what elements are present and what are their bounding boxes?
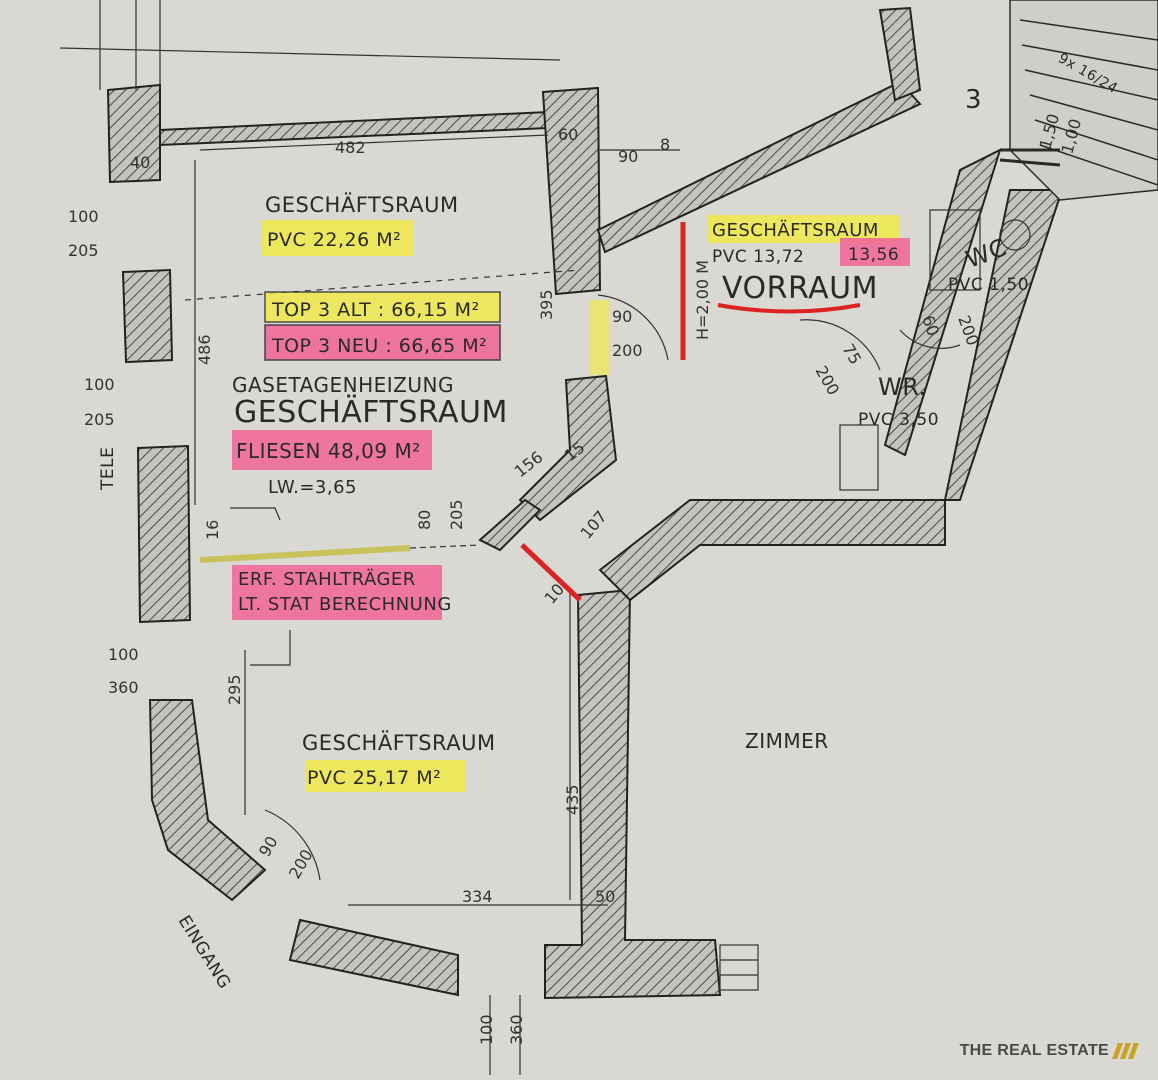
- dim-360-bottom: 360: [507, 1014, 526, 1045]
- stair-number: 3: [965, 85, 982, 115]
- dim-295: 295: [225, 674, 244, 705]
- vorraum-pre-label: GESCHÄFTSRAUM: [712, 220, 879, 241]
- wall-left-pier-1: [121, 268, 174, 364]
- dim-205-window-1: 205: [68, 241, 99, 260]
- heating-label: GASETAGENHEIZUNG: [232, 373, 454, 397]
- room-bottom-left-floor: PVC 25,17 M²: [307, 767, 441, 789]
- dim-205-window-2: 205: [84, 410, 115, 429]
- wr-floor: PVC 3,50: [858, 410, 939, 430]
- top3-neu-area: TOP 3 NEU : 66,65 M²: [271, 335, 487, 357]
- dim-80: 80: [415, 510, 434, 530]
- wall-central-lower: [544, 588, 722, 1000]
- steel-note-line2: LT. STAT BERECHNUNG: [238, 594, 452, 615]
- dim-50: 50: [595, 887, 615, 906]
- dim-60-top: 60: [558, 125, 578, 144]
- main-room-name: GESCHÄFTSRAUM: [234, 394, 508, 430]
- wall-central-mid: [518, 374, 618, 522]
- dim-40: 40: [130, 153, 150, 172]
- dim-16: 16: [203, 520, 222, 540]
- brand-watermark: THE REAL ESTATE: [959, 1042, 1139, 1060]
- dim-200-door: 200: [612, 341, 643, 360]
- steel-note-line1: ERF. STAHLTRÄGER: [238, 569, 416, 590]
- dim-486: 486: [195, 334, 214, 365]
- dim-100-bottom: 100: [477, 1014, 496, 1045]
- brand-name: THE REAL ESTATE: [959, 1042, 1109, 1059]
- staircase: [999, 0, 1158, 201]
- dim-435: 435: [563, 784, 582, 815]
- vorraum-floor-old: PVC 13,72: [712, 247, 804, 267]
- dim-90-door: 90: [612, 307, 632, 326]
- dim-100-window-3: 100: [108, 645, 139, 664]
- room-top-left-floor: PVC 22,26 M²: [267, 229, 401, 251]
- tele-label: TELE: [98, 447, 118, 491]
- top3-alt-area: TOP 3 ALT : 66,15 M²: [271, 299, 480, 321]
- red-pen-marks: [520, 222, 861, 602]
- dim-100-window-2: 100: [84, 375, 115, 394]
- dim-395: 395: [537, 289, 556, 320]
- brand-logo-icon: [1112, 1043, 1139, 1059]
- walls: [106, 6, 1064, 1000]
- wall-wc-inner: [883, 148, 1002, 457]
- wall-central-upper: [541, 86, 602, 296]
- wall-left-pier-2: [136, 444, 192, 624]
- main-room-lw: LW.=3,65: [268, 477, 357, 498]
- dim-205-beam: 205: [447, 499, 466, 530]
- steel-beam-wall: [520, 543, 582, 602]
- wr-name: WR.: [878, 373, 927, 401]
- wc-floor: PVC 1,50: [948, 275, 1029, 295]
- room-bottom-left-name: GESCHÄFTSRAUM: [302, 730, 496, 755]
- dim-8: 8: [660, 135, 670, 154]
- wall-stub: [478, 498, 542, 552]
- wall-left-top: [106, 83, 161, 184]
- wall-bottom-left: [288, 918, 459, 997]
- dim-h-200: H=2,00 M: [693, 260, 712, 340]
- dim-482: 482: [335, 138, 366, 157]
- main-room-floor: FLIESEN 48,09 M²: [236, 439, 421, 463]
- dimension-lines: [59, 0, 1031, 1075]
- zimmer-name: ZIMMER: [745, 729, 829, 753]
- wall-top-right-vertical: [878, 6, 922, 102]
- wall-left-bottom: [148, 699, 267, 902]
- dim-90-top: 90: [618, 147, 638, 166]
- dim-360-window-3: 360: [108, 678, 139, 697]
- vorraum-name: VORRAUM: [722, 271, 878, 306]
- wall-wc-outer: [943, 189, 1064, 501]
- highlights: [232, 215, 910, 792]
- wall-lower-corridor: [598, 499, 946, 602]
- dim-100-window-1: 100: [68, 207, 99, 226]
- room-labels: GESCHÄFTSRAUM PVC 22,26 M² TOP 3 ALT : 6…: [98, 50, 1120, 992]
- dim-334: 334: [462, 887, 493, 906]
- vorraum-floor-new: 13,56: [848, 245, 899, 265]
- room-top-left-name: GESCHÄFTSRAUM: [265, 192, 459, 217]
- vorraum-underline: [717, 303, 861, 314]
- wall-diagonal-top: [596, 80, 922, 254]
